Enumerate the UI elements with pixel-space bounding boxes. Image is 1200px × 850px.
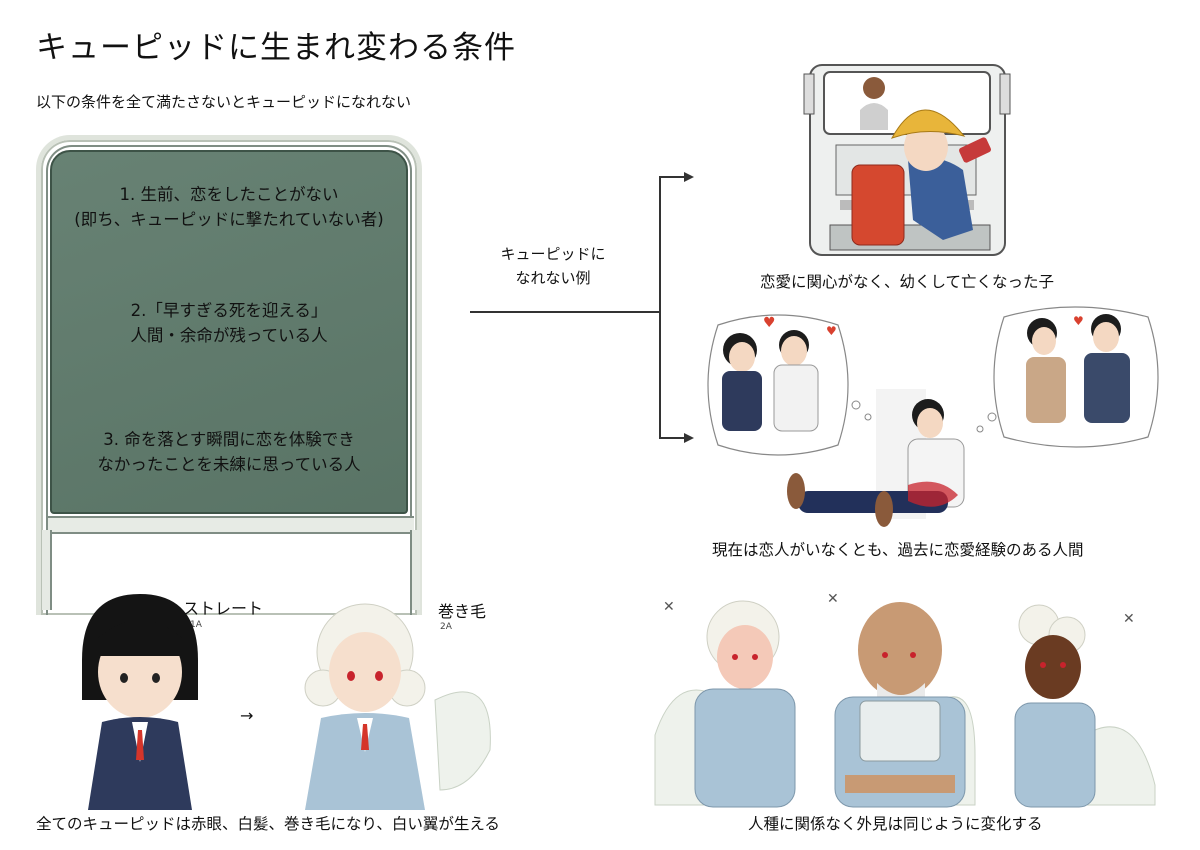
caption-diversity: 人種に関係なく外見は同じように変化する xyxy=(748,815,1043,833)
curly-tag: 2A xyxy=(440,622,452,632)
transformation-arrow-icon: → xyxy=(240,706,254,725)
caption-adult-example: 現在は恋人がいなくとも、過去に恋愛経験のある人間 xyxy=(712,541,1084,559)
svg-text:✕: ✕ xyxy=(663,599,675,615)
connector-top xyxy=(659,176,685,178)
branch-label: キューピッドに なれない例 xyxy=(478,242,628,290)
condition-2-line2: 人間・余命が残っている人 xyxy=(130,326,328,345)
branch-label-line1: キューピッドに xyxy=(500,245,606,263)
svg-text:✕: ✕ xyxy=(827,591,839,607)
signboard-post-right xyxy=(410,530,420,610)
page-title: キューピッドに生まれ変わる条件 xyxy=(36,30,516,66)
signboard-post-left xyxy=(42,530,52,610)
cupid-trio-illustration: ✕ ✕ ✕ xyxy=(654,591,1156,808)
signboard-inner-frame xyxy=(46,145,412,615)
branch-label-line2: なれない例 xyxy=(515,269,591,287)
subtitle: 以下の条件を全て満たさないとキューピッドになれない xyxy=(36,93,412,111)
straight-label: ストレート xyxy=(183,599,264,618)
arrow-bottom-icon xyxy=(684,433,694,443)
child-truck-illustration xyxy=(803,64,1011,256)
svg-text:♥: ♥ xyxy=(826,324,837,338)
adult-memory-illustration: ♥ ♥ ♥ xyxy=(707,306,1159,527)
arrow-top-icon xyxy=(684,172,694,182)
condition-3-line1: 3. 命を落とす瞬間に恋を体験でき xyxy=(103,430,355,449)
condition-2-line1: 2.「早すぎる死を迎える」 xyxy=(130,301,328,320)
condition-1: 1. 生前、恋をしたことがない (即ち、キューピッドに撃たれていない者) xyxy=(50,182,408,232)
signboard xyxy=(50,150,408,514)
connector-horizontal xyxy=(470,311,660,313)
condition-3: 3. 命を落とす瞬間に恋を体験でき なかったことを未練に思っている人 xyxy=(50,427,408,477)
condition-2: 2.「早すぎる死を迎える」 人間・余命が残っている人 xyxy=(50,298,408,348)
signboard-rail xyxy=(48,516,414,534)
signboard-frame xyxy=(36,135,422,615)
svg-text:♥: ♥ xyxy=(763,315,776,331)
svg-text:♥: ♥ xyxy=(1073,314,1084,328)
condition-1-line2: (即ち、キューピッドに撃たれていない者) xyxy=(74,210,384,229)
girl-before-illustration xyxy=(82,594,198,810)
condition-1-line1: 1. 生前、恋をしたことがない xyxy=(119,185,339,204)
straight-tag: 1A xyxy=(190,620,202,630)
cupid-girl-illustration xyxy=(304,603,491,810)
connector-bottom xyxy=(659,437,685,439)
curly-label: 巻き毛 xyxy=(438,602,487,621)
caption-child-example: 恋愛に関心がなく、幼くして亡くなった子 xyxy=(760,273,1055,291)
connector-vertical xyxy=(659,176,661,438)
condition-3-line2: なかったことを未練に思っている人 xyxy=(97,455,361,474)
caption-cupid-traits: 全てのキューピッドは赤眼、白髪、巻き毛になり、白い翼が生える xyxy=(36,815,500,833)
svg-text:✕: ✕ xyxy=(1123,611,1135,627)
